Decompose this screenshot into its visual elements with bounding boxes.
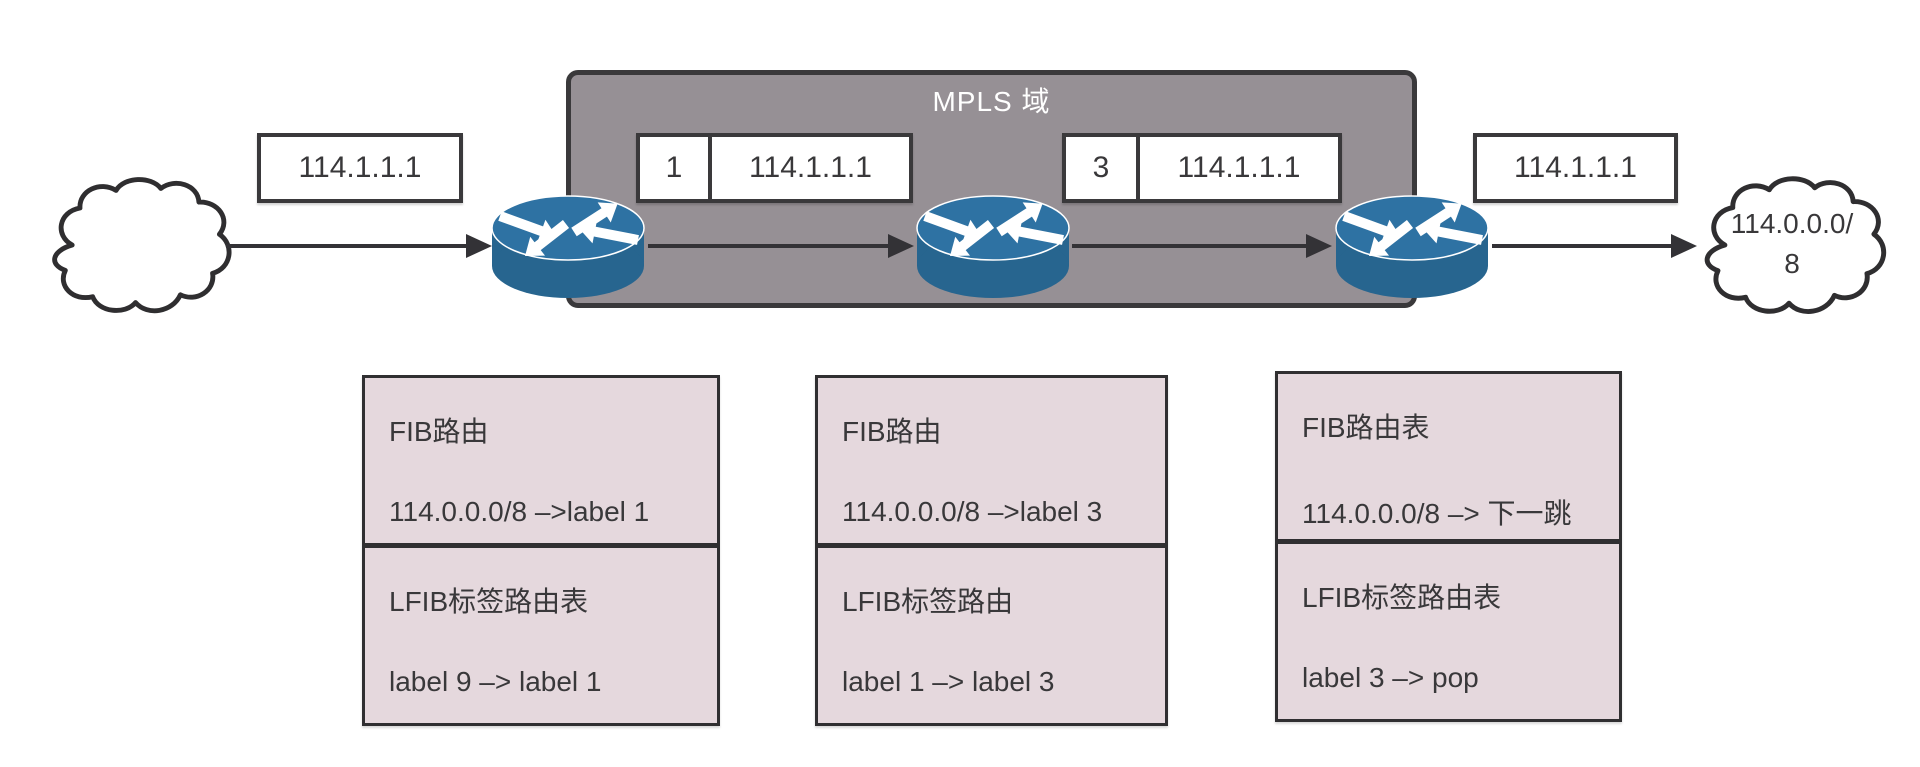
packet-box-label-3: 3 114.1.1.1 [1062,133,1342,203]
flow-arrow-3 [1072,234,1332,258]
packet-mpls-label: 3 [1066,137,1140,199]
router-arrows [923,202,1064,257]
router-2-icon [916,195,1070,298]
cloud-left-icon [52,177,232,314]
lfib-title: LFIB标签路由表 [389,586,589,617]
fib-lfib-table-router1: FIB路由 114.0.0.0/8 –>label 1 LFIB标签路由表 la… [362,375,720,726]
mpls-domain-title: MPLS 域 [932,86,1051,117]
fib-row: FIB路由 114.0.0.0/8 –>label 3 [818,378,1165,548]
router-arrows [498,202,639,257]
router-1-icon [491,195,645,298]
packet-mpls-label: 1 [640,137,712,199]
router-3-icon [1335,195,1489,298]
flow-arrow-2 [648,234,914,258]
packet-ip: 114.1.1.1 [1514,151,1637,184]
packet-ip: 114.1.1.1 [298,151,422,184]
packet-ip: 114.1.1.1 [749,151,872,184]
cloud-shape [52,177,232,314]
flow-arrow-1 [226,234,492,258]
cloud-shape [1704,176,1887,314]
lfib-entry: label 1 –> label 3 [842,666,1055,697]
lfib-row: LFIB标签路由表 label 3 –> pop [1278,544,1619,719]
cloud-right-label-line2: 8 [1784,248,1800,279]
arrow-head [1306,234,1332,258]
packet-box-label-1: 1 114.1.1.1 [636,133,913,203]
arrow-head [888,234,914,258]
fib-title: FIB路由 [842,416,942,447]
router-arrows [1342,202,1483,257]
fib-title: FIB路由表 [1302,412,1430,443]
fib-lfib-table-router3: FIB路由表 114.0.0.0/8 –> 下一跳 LFIB标签路由表 labe… [1275,371,1622,722]
lfib-title: LFIB标签路由 [842,586,1014,617]
lfib-row: LFIB标签路由 label 1 –> label 3 [818,548,1165,723]
lfib-title: LFIB标签路由表 [1302,582,1502,613]
fib-row: FIB路由 114.0.0.0/8 –>label 1 [365,378,717,548]
lfib-entry: label 3 –> pop [1302,662,1479,693]
cloud-right-icon [1704,176,1887,314]
fib-lfib-table-router2: FIB路由 114.0.0.0/8 –>label 3 LFIB标签路由 lab… [815,375,1168,726]
fib-entry: 114.0.0.0/8 –>label 3 [842,496,1103,527]
lfib-row: LFIB标签路由表 label 9 –> label 1 [365,548,717,723]
packet-ip: 114.1.1.1 [1177,151,1301,184]
cloud-right-label-line1: 114.0.0.0/ [1730,208,1854,239]
fib-row: FIB路由表 114.0.0.0/8 –> 下一跳 [1278,374,1619,544]
cloud-right-label: 114.0.0.0/ 8 [1694,204,1890,284]
fib-entry: 114.0.0.0/8 –> 下一跳 [1302,498,1572,529]
fib-entry: 114.0.0.0/8 –>label 1 [389,496,650,527]
arrow-head [466,234,492,258]
arrow-head [1671,234,1697,258]
packet-box-right: 114.1.1.1 [1473,133,1678,203]
packet-box-left: 114.1.1.1 [257,133,463,203]
flow-arrow-4 [1492,234,1697,258]
lfib-entry: label 9 –> label 1 [389,666,602,697]
fib-title: FIB路由 [389,416,489,447]
